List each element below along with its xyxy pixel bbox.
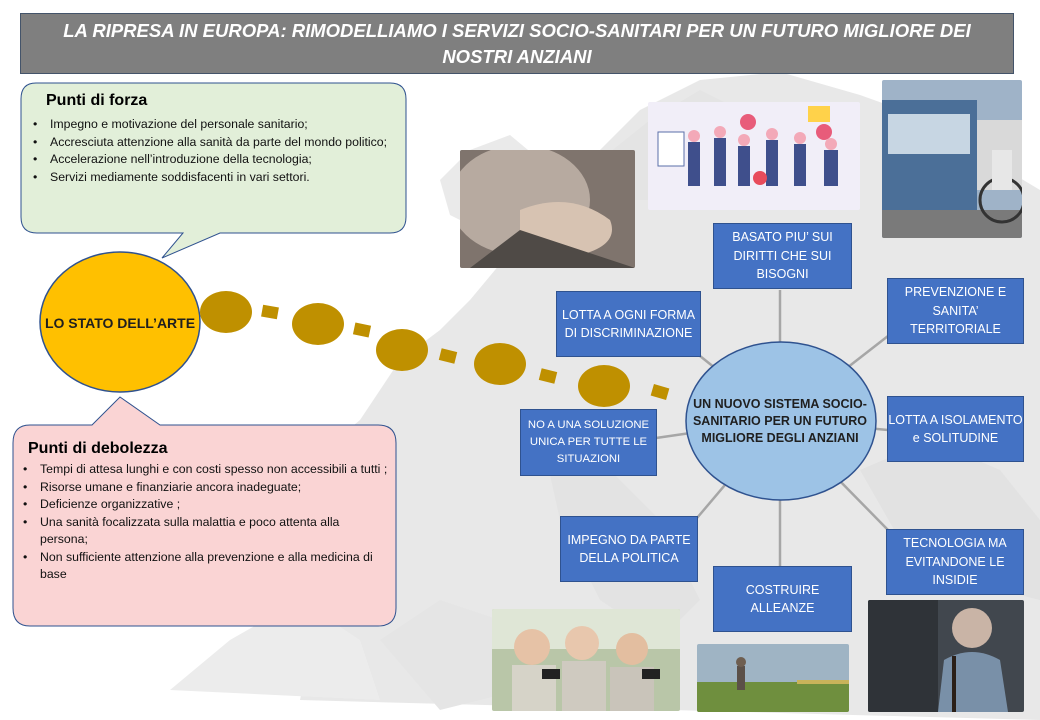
list-item: Tempi di attesa lunghi e con costi spess… <box>16 461 388 479</box>
photo-elderly-man-cane <box>868 600 1024 712</box>
spoke-rights-label: BASATO PIU’ SUI DIRITTI CHE SUI BISOGNI <box>732 230 833 282</box>
state-of-art-circle <box>39 251 201 393</box>
spoke-discrimination: LOTTA A OGNI FORMA DI DISCRIMINAZIONE <box>556 291 701 357</box>
dotted-connector <box>200 291 670 407</box>
spoke-rights: BASATO PIU’ SUI DIRITTI CHE SUI BISOGNI <box>713 223 852 289</box>
state-of-art-label: LO STATO DELL’ARTE <box>44 315 196 331</box>
list-item: Impegno e motivazione del personale sani… <box>26 116 402 134</box>
spoke-isolation: LOTTA A ISOLAMENTO e SOLITUDINE <box>887 396 1024 462</box>
list-item: Accelerazione nell’introduzione della te… <box>26 151 402 169</box>
spoke-politics: IMPEGNO DA PARTE DELLA POLITICA <box>560 516 698 582</box>
spoke-no-single-solution: NO A UNA SOLUZIONE UNICA PER TUTTE LE SI… <box>520 409 657 476</box>
spoke-alliances-label: COSTRUIRE ALLEANZE <box>745 582 820 616</box>
weaknesses-title: Punti di debolezza <box>28 440 168 457</box>
photo-seniors-smartphones <box>492 609 680 711</box>
list-item: Deficienze organizzative ; <box>16 496 388 514</box>
spoke-technology-label: TECNOLOGIA MA EVITANDONE LE INSIDIE <box>903 536 1007 588</box>
list-item: Servizi mediamente soddisfacenti in vari… <box>26 169 402 187</box>
list-item: Una sanità focalizzata sulla malattia e … <box>16 514 388 549</box>
spoke-no-single-label: NO A UNA SOLUZIONE UNICA PER TUTTE LE SI… <box>527 419 650 465</box>
photo-healthcare-illustration <box>648 102 860 210</box>
spoke-prevention: PREVENZIONE E SANITA’ TERRITORIALE <box>887 278 1024 344</box>
list-item: Accresciuta attenzione alla sanità da pa… <box>26 134 402 152</box>
weaknesses-list: Tempi di attesa lunghi e con costi spess… <box>16 461 388 584</box>
photo-elderly-hands <box>460 150 635 268</box>
photo-bus-wheelchair <box>882 80 1022 238</box>
center-circle <box>685 341 877 501</box>
photo-elderly-walking-park <box>697 644 849 712</box>
spoke-technology: TECNOLOGIA MA EVITANDONE LE INSIDIE <box>886 529 1024 595</box>
spoke-politics-label: IMPEGNO DA PARTE DELLA POLITICA <box>567 532 691 566</box>
strengths-title: Punti di forza <box>46 92 148 109</box>
spoke-prevention-label: PREVENZIONE E SANITA’ TERRITORIALE <box>904 285 1007 337</box>
strengths-list: Impegno e motivazione del personale sani… <box>26 116 402 186</box>
list-item: Non sufficiente attenzione alla prevenzi… <box>16 549 388 584</box>
spoke-alliances: COSTRUIRE ALLEANZE <box>713 566 852 632</box>
spoke-isolation-label: LOTTA A ISOLAMENTO e SOLITUDINE <box>888 412 1023 446</box>
page-title: LA RIPRESA IN EUROPA: RIMODELLIAMO I SER… <box>20 13 1014 74</box>
center-circle-label: UN NUOVO SISTEMA SOCIO-SANITARIO PER UN … <box>692 396 868 445</box>
list-item: Risorse umane e finanziarie ancora inade… <box>16 479 388 497</box>
spoke-discrimination-label: LOTTA A OGNI FORMA DI DISCRIMINAZIONE <box>561 307 696 341</box>
